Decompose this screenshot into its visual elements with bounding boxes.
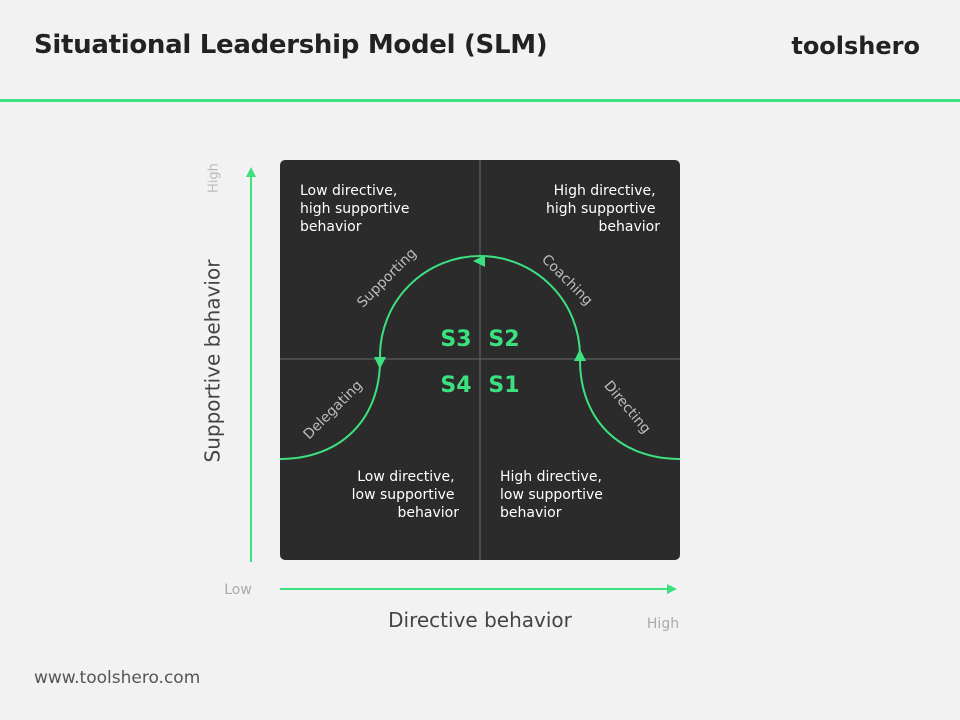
x-axis-low-label: Low (224, 582, 252, 598)
style-s2: S2 (488, 327, 519, 352)
style-s1: S1 (488, 373, 519, 398)
arrow-down-delegating (374, 357, 386, 369)
quadrant-top-left-text: Low directive, high supportive behavior (300, 183, 414, 235)
y-axis-high-label: High (207, 163, 222, 193)
x-axis-high-label: High (647, 616, 679, 632)
y-axis-title: Supportive behavior (201, 259, 225, 463)
footer-url: www.toolshero.com (34, 668, 201, 688)
style-s3: S3 (440, 327, 471, 352)
style-s4: S4 (440, 373, 471, 398)
leadership-curve (279, 255, 681, 460)
quadrant-bottom-right-text: High directive, low supportive behavior (500, 469, 607, 521)
brand-logo: toolshero (791, 32, 920, 60)
x-axis-title: Directive behavior (388, 608, 572, 632)
quadrant-bottom-left-text: Low directive, low supportive behavior (352, 469, 460, 521)
arrow-up-directing (574, 349, 586, 361)
quadrant-top-right-text: High directive, high supportive behavior (546, 183, 660, 235)
arrow-left-top (473, 255, 485, 267)
page-title: Situational Leadership Model (SLM) (34, 30, 548, 60)
header-divider (0, 99, 960, 102)
